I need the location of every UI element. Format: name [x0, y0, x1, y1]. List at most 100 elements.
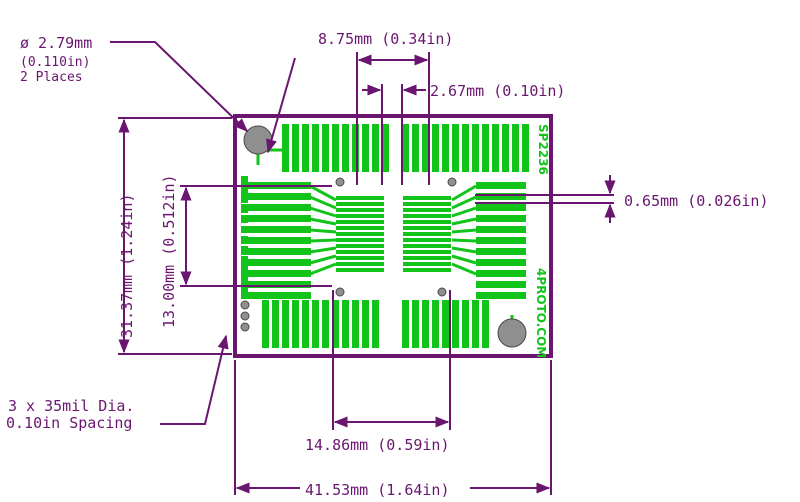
copper-trace — [309, 206, 337, 218]
through-hole-pad — [352, 124, 359, 172]
copper-trace — [451, 228, 477, 234]
through-hole-pad — [492, 124, 499, 172]
through-hole-pad — [241, 176, 248, 183]
through-hole-pad — [332, 300, 339, 348]
through-hole-pad — [241, 246, 248, 253]
through-hole-pad — [476, 281, 526, 288]
through-hole-pad — [472, 124, 479, 172]
copper-trace — [451, 262, 477, 276]
through-hole-pad — [241, 237, 311, 244]
smd-pad — [403, 220, 451, 224]
smd-pad — [336, 220, 384, 224]
through-hole-pad — [342, 124, 349, 172]
width-label: 41.53mm (1.64in) — [305, 481, 450, 499]
through-hole-pad — [322, 124, 329, 172]
through-hole-pad — [312, 124, 319, 172]
smd-pad — [403, 214, 451, 218]
copper-trace — [451, 184, 477, 202]
through-hole-pad — [372, 300, 379, 348]
through-hole-pad — [462, 124, 469, 172]
through-hole-pad — [241, 186, 248, 193]
through-hole-pad — [312, 300, 319, 348]
smd-pad — [336, 208, 384, 212]
copper-trace — [309, 184, 337, 202]
through-hole-pad — [241, 226, 248, 233]
through-hole-pad — [476, 248, 526, 255]
board-brand: 4PROTO.COM — [534, 268, 548, 358]
smd-pad — [336, 244, 384, 248]
through-hole-pad — [241, 226, 311, 233]
copper-trace — [451, 238, 477, 243]
through-hole-pad — [262, 300, 269, 348]
through-hole-pad — [241, 236, 248, 243]
pad-field — [240, 124, 529, 348]
smd-pad — [403, 244, 451, 248]
through-hole-pad — [241, 266, 248, 273]
top-span-label: 8.75mm (0.34in) — [318, 30, 453, 48]
smd-pad — [336, 226, 384, 230]
smd-pad — [336, 256, 384, 260]
hole-places-label: 2 Places — [20, 70, 83, 85]
through-hole-pad — [472, 300, 479, 348]
through-hole-pad — [241, 256, 248, 263]
through-hole-pad — [442, 124, 449, 172]
through-hole-pad — [452, 124, 459, 172]
smd-pad — [403, 250, 451, 254]
through-hole-pad — [522, 124, 529, 172]
through-hole-pad — [282, 300, 289, 348]
bottom-span-label: 14.86mm (0.59in) — [305, 436, 450, 454]
smd-pad — [336, 196, 384, 200]
through-hole-pad — [432, 300, 439, 348]
through-hole-pad — [512, 124, 519, 172]
smd-pad — [336, 232, 384, 236]
copper-trace — [309, 195, 337, 210]
small-drill-hole — [335, 287, 345, 297]
small-holes-label-2: 0.10in Spacing — [6, 414, 132, 432]
through-hole-pad — [432, 124, 439, 172]
small-drill-hole — [447, 177, 457, 187]
smd-pad — [403, 202, 451, 206]
through-hole-pad — [241, 286, 248, 293]
through-hole-pad — [402, 124, 409, 172]
copper-trace — [451, 217, 477, 226]
smd-pad-array — [336, 196, 451, 272]
through-hole-pad — [241, 276, 248, 283]
through-hole-pad — [292, 124, 299, 172]
through-hole-pad — [282, 124, 289, 172]
through-hole-pad — [241, 270, 311, 277]
through-hole-pad — [482, 124, 489, 172]
hole-diameter-inch-label: (0.110in) — [20, 55, 90, 70]
smd-pad — [403, 268, 451, 272]
small-drill-hole — [240, 300, 250, 310]
through-hole-pad — [452, 300, 459, 348]
smd-pad — [403, 196, 451, 200]
copper-trace — [451, 254, 477, 265]
small-holes-label-1: 3 x 35mil Dia. — [8, 397, 134, 415]
copper-trace — [309, 254, 337, 265]
through-hole-pad — [476, 237, 526, 244]
through-hole-pad — [241, 259, 311, 266]
smd-pad — [336, 214, 384, 218]
copper-trace — [309, 228, 337, 234]
through-hole-pad — [322, 300, 329, 348]
through-hole-pad — [292, 300, 299, 348]
pitch-label: 0.65mm (0.026in) — [624, 192, 769, 210]
through-hole-pad — [482, 300, 489, 348]
pad-length-label: 13.00mm (0.512in) — [160, 174, 178, 328]
through-hole-pad — [476, 292, 526, 299]
hole-leader-arrow-2 — [266, 57, 296, 154]
smd-pad — [403, 208, 451, 212]
smd-pad — [336, 238, 384, 242]
through-hole-pad — [476, 215, 526, 222]
through-hole-pad — [382, 124, 389, 172]
copper-trace — [451, 246, 477, 254]
through-hole-pad — [476, 270, 526, 277]
through-hole-pad — [241, 196, 248, 203]
small-drill-hole — [240, 322, 250, 332]
through-hole-pad — [476, 259, 526, 266]
copper-trace — [309, 238, 337, 243]
through-hole-pad — [412, 124, 419, 172]
smd-pad — [403, 256, 451, 260]
through-hole-pad — [402, 300, 409, 348]
mounting-hole-bottom-right — [497, 318, 527, 348]
